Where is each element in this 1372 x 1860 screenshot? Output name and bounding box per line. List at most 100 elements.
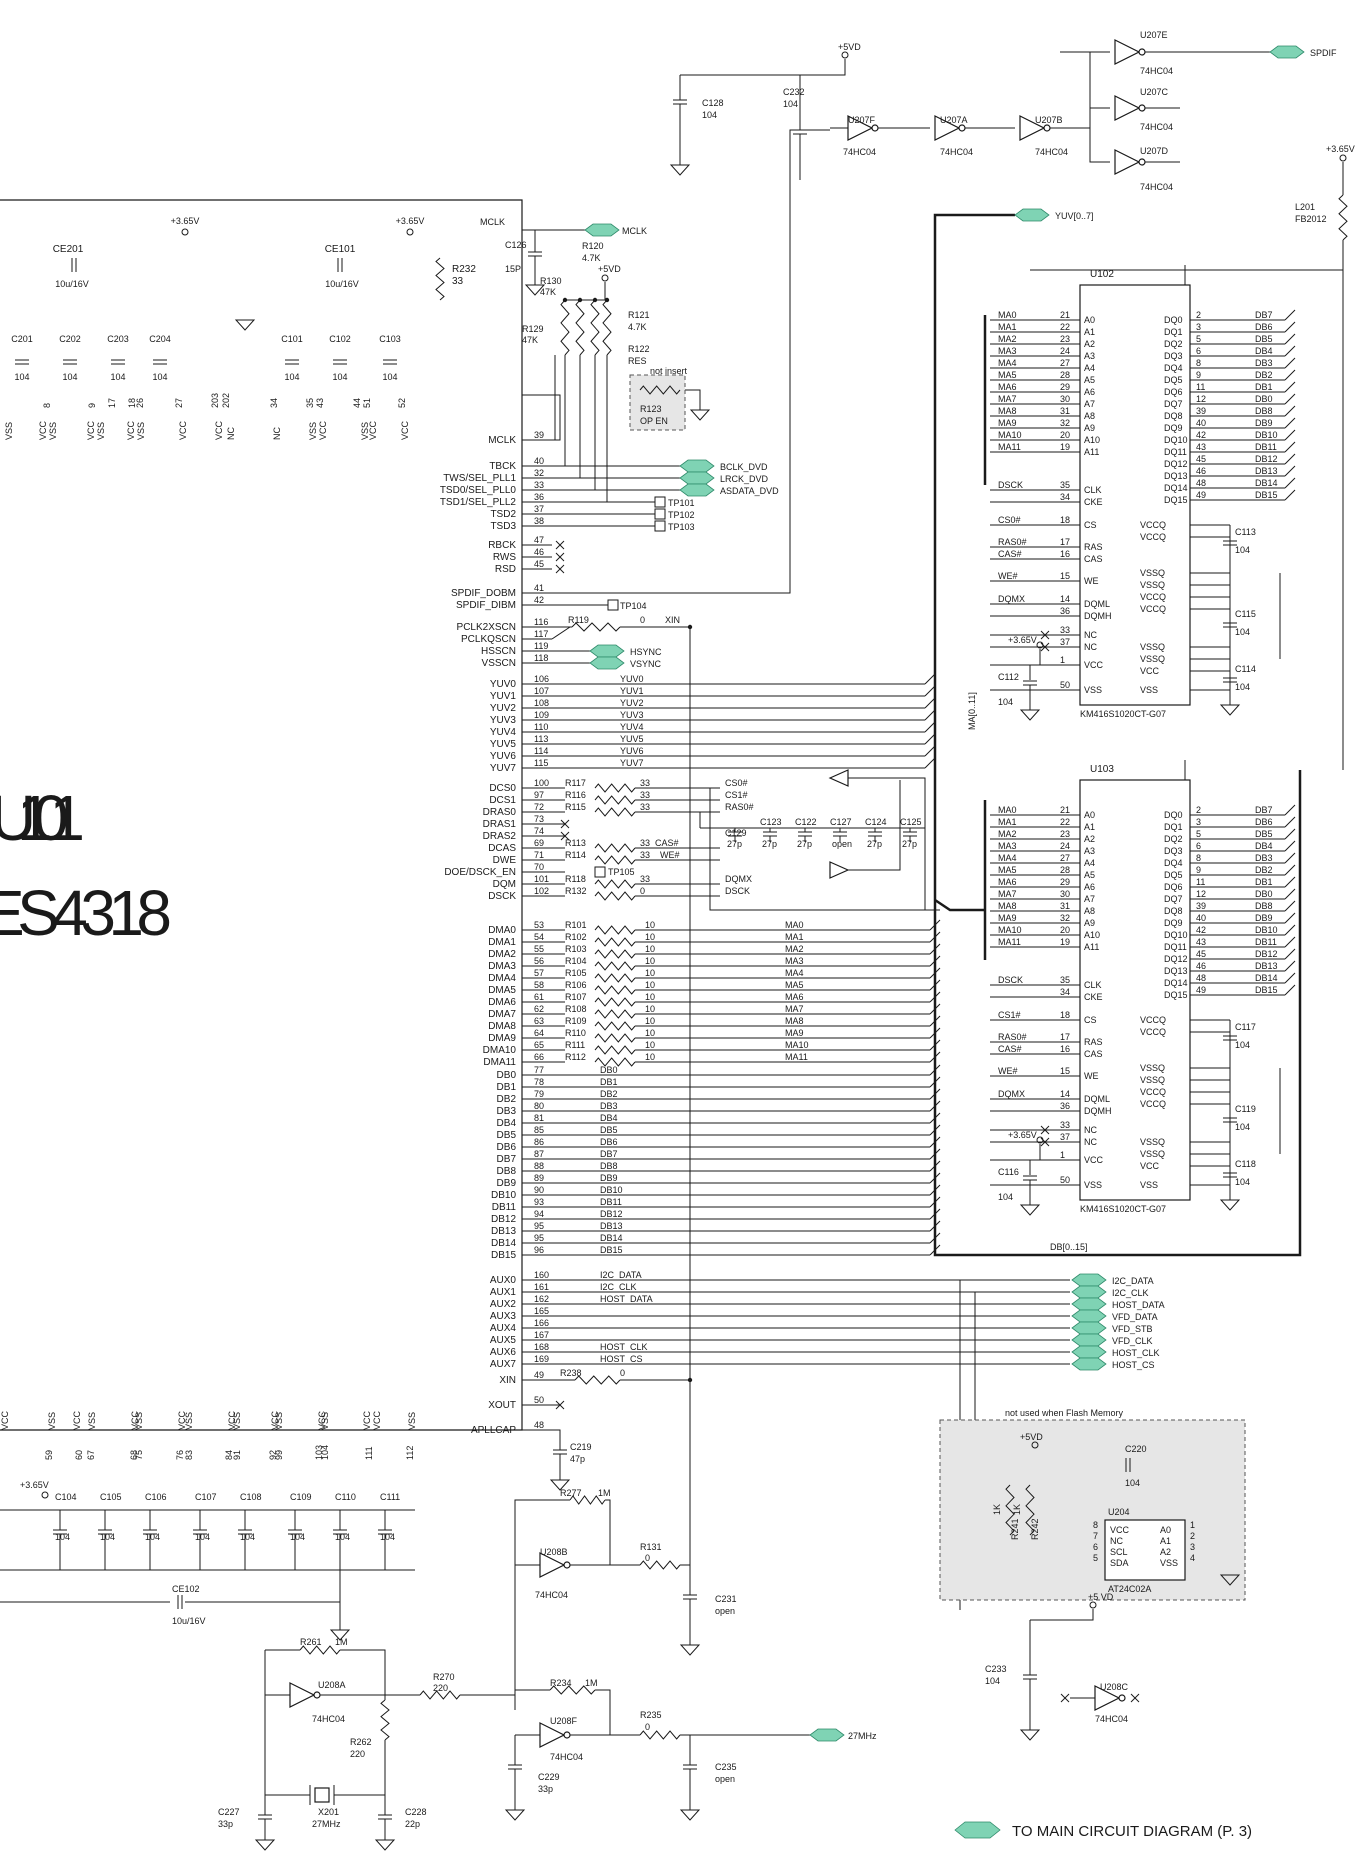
label: WE <box>1084 1071 1099 1081</box>
ma-net-label: MA7 <box>785 1004 804 1014</box>
pin-name: DMA0 <box>488 925 516 936</box>
label: NC <box>1110 1536 1123 1546</box>
label: 42 <box>1196 925 1206 935</box>
label: C228 <box>405 1807 427 1817</box>
label: 45 <box>1196 949 1206 959</box>
label: 10u/16V <box>55 279 89 289</box>
u208a-gate <box>313 1691 321 1699</box>
u208b-gate <box>563 1561 571 1569</box>
pin-name: DRAS0 <box>483 807 517 818</box>
label: 59 <box>44 1450 54 1460</box>
wire <box>1030 1609 1094 1621</box>
label: VCC <box>1140 666 1160 676</box>
wire <box>709 788 940 911</box>
label: +5VD <box>598 264 621 274</box>
label: R121 <box>628 310 650 320</box>
pin-name: DB1 <box>497 1082 517 1093</box>
not-insert-area <box>629 374 686 431</box>
label: C114 <box>1235 664 1256 674</box>
pin-name: SPDIF_DIBM <box>456 600 516 611</box>
pin-name: TWS/SEL_PLL1 <box>443 473 516 484</box>
pin-number: 116 <box>534 617 548 627</box>
label: SDA <box>1110 1558 1129 1568</box>
label: OP EN <box>640 416 668 426</box>
label: 33 <box>640 802 650 812</box>
pin-number: 96 <box>534 1245 544 1255</box>
pin-name: DB9 <box>497 1178 517 1189</box>
label: U207E <box>1140 30 1168 40</box>
wire <box>185 1601 341 1630</box>
no-connect-mark <box>1040 1137 1050 1147</box>
label: 48 <box>1196 973 1206 983</box>
wire <box>1284 357 1296 369</box>
label: CS0# <box>725 778 748 788</box>
pin-number: 45 <box>534 559 544 569</box>
no-connect-mark <box>560 831 570 841</box>
test-point <box>654 520 666 532</box>
pin-number: 49 <box>534 1370 544 1380</box>
pin-number: 65 <box>534 1040 544 1050</box>
wire <box>522 1429 561 1450</box>
yuv-net-label: YUV2 <box>620 698 644 708</box>
label: HOST_CS <box>600 1354 643 1364</box>
r234-resistor <box>549 1685 596 1695</box>
wire <box>1284 840 1296 852</box>
wire <box>551 626 571 640</box>
sdram-addr-net: MA8 <box>998 901 1017 911</box>
db-net-label: DB8 <box>600 1161 618 1171</box>
cap-ref: C103 <box>379 334 401 344</box>
label: +3.65V <box>1326 144 1355 154</box>
wire <box>1284 912 1296 924</box>
aux-flag <box>1071 1357 1107 1371</box>
label: RAS0# <box>998 1032 1027 1042</box>
top-pin-name: VCC <box>214 420 224 440</box>
label: DQ14 <box>1164 978 1188 988</box>
aux-flag <box>1071 1333 1107 1347</box>
pin-name: DB6 <box>497 1142 517 1153</box>
label: C127 <box>830 817 852 827</box>
sdram-addr-net: MA10 <box>998 925 1022 935</box>
wire <box>1050 51 1110 129</box>
label: 104 <box>783 99 798 109</box>
no-connect-mark <box>555 540 565 550</box>
label: 104 <box>998 697 1013 707</box>
label: VSS <box>1084 685 1102 695</box>
series-resistor <box>594 985 636 995</box>
label: U208B <box>540 1547 568 1557</box>
label: VCCQ <box>1140 592 1166 602</box>
pin-number: 95 <box>534 1233 544 1243</box>
ground-symbol <box>374 1839 396 1851</box>
pin-name: PCLKQSCN <box>461 634 516 645</box>
u207b-gate <box>1019 115 1046 141</box>
label: CS0# <box>998 515 1021 525</box>
label: 1 <box>1190 1520 1195 1530</box>
test-point-label: TP103 <box>668 522 695 532</box>
label: AT24C02A <box>1108 1584 1151 1594</box>
ground-symbol <box>679 1809 701 1821</box>
wire <box>924 709 936 721</box>
pin-number: 56 <box>534 956 544 966</box>
r235-resistor <box>639 1730 681 1740</box>
label: DQ6 <box>1164 387 1183 397</box>
ma-net-label: MA4 <box>785 968 804 978</box>
label: C110 <box>335 1492 356 1502</box>
label: C105 <box>100 1492 122 1502</box>
legend-text: TO MAIN CIRCUIT DIAGRAM (P. 3) <box>1012 1823 1252 1840</box>
label: 27 <box>174 398 184 408</box>
top-pin-name: VCC <box>178 420 188 440</box>
pin-name: YUV7 <box>490 763 517 774</box>
label: 104 <box>55 1532 70 1542</box>
pin-name: AUX7 <box>490 1359 517 1370</box>
sdram-db-net: DB11 <box>1255 937 1277 947</box>
yuv-net-label: YUV4 <box>620 722 644 732</box>
bottom-pin-name: VCC <box>72 1410 82 1430</box>
sdram-pin-number: 17 <box>1060 1032 1070 1042</box>
pin-number: 90 <box>534 1185 544 1195</box>
lrck-flag <box>679 471 715 485</box>
label: C129 <box>725 828 747 838</box>
pin-number: 47 <box>534 535 544 545</box>
label: 8 <box>1093 1520 1098 1530</box>
pin-name: DQM <box>493 879 516 890</box>
top-pin-name: VSS <box>4 422 14 440</box>
label: C122 <box>795 817 817 827</box>
